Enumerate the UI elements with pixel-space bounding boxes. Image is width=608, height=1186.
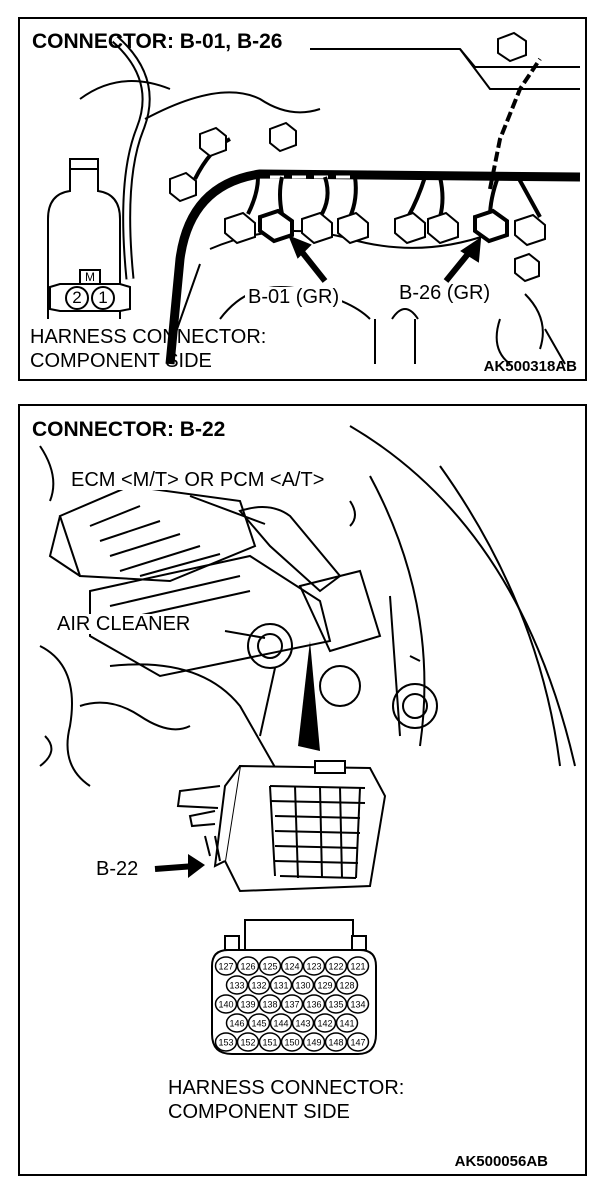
pin-number: 134 (350, 1000, 365, 1010)
caption-line-1: HARNESS CONNECTOR: (168, 1077, 405, 1099)
pin-number: 151 (262, 1038, 277, 1048)
connector-diagram-b01-b26: CONNECTOR: B-01, B-26 M 2 1 B-01 (GR) B-… (18, 17, 587, 381)
connector-top-label: M (85, 270, 95, 284)
pin-number: 130 (295, 981, 310, 991)
pin-131 (269, 975, 293, 995)
pin-number: 145 (251, 1019, 266, 1029)
pin-number: 121 (350, 962, 365, 972)
pin-number: 149 (306, 1038, 321, 1048)
air-cleaner-label: AIR CLEANER (54, 614, 194, 634)
pin-135 (324, 994, 348, 1014)
pin-148 (324, 1032, 348, 1052)
figure-code: AK500056AB (454, 1153, 548, 1170)
two-pin-connector-symbol (49, 269, 131, 312)
pin-127 (214, 956, 238, 976)
pin-145 (247, 1013, 271, 1033)
pin-144 (269, 1013, 293, 1033)
pin-number: 150 (284, 1038, 299, 1048)
pin-number: 131 (273, 981, 288, 991)
pin-label: 1 (98, 288, 108, 307)
pin-142 (313, 1013, 337, 1033)
pin-number: 135 (328, 1000, 343, 1010)
pin-143 (291, 1013, 315, 1033)
pin-139 (236, 994, 260, 1014)
harness-connector-face: 127 126 125 124 123 122 121 133 132 131 130 129 128 1… (211, 919, 377, 1055)
pin-number: 132 (251, 981, 266, 991)
pin-125 (258, 956, 282, 976)
pin-130 (291, 975, 315, 995)
pin-147 (346, 1032, 370, 1052)
pin-number: 127 (218, 962, 233, 972)
caption-line-2: COMPONENT SIDE (30, 350, 212, 372)
pin-number: 122 (328, 962, 343, 972)
pin-137 (280, 994, 304, 1014)
callout-b01: B-01 (GR) (245, 287, 343, 307)
pin-number: 128 (339, 981, 354, 991)
ecm-pcm-label: ECM <M/T> OR PCM <A/T> (68, 470, 328, 490)
pin-136 (302, 994, 326, 1014)
pin-149 (302, 1032, 326, 1052)
pin-number: 137 (284, 1000, 299, 1010)
pin-number: 123 (306, 962, 321, 972)
pin-number: 144 (273, 1019, 288, 1029)
pin-number: 153 (218, 1038, 233, 1048)
pin-number: 133 (229, 981, 244, 991)
pin-number: 125 (262, 962, 277, 972)
pin-label: 2 (72, 288, 82, 307)
pin-141 (335, 1013, 359, 1033)
pin-number: 126 (240, 962, 255, 972)
panel-title: CONNECTOR: B-22 (32, 418, 226, 441)
pin-133 (225, 975, 249, 995)
pin-number: 139 (240, 1000, 255, 1010)
pin-150 (280, 1032, 304, 1052)
pin-123 (302, 956, 326, 976)
pin-128 (335, 975, 359, 995)
pin-129 (313, 975, 337, 995)
pin-number: 143 (295, 1019, 310, 1029)
pin-146 (225, 1013, 249, 1033)
pin-126 (236, 956, 260, 976)
caption-line-1: HARNESS CONNECTOR: (30, 326, 267, 348)
engine-harness-illustration (47, 31, 581, 365)
pin-132 (247, 975, 271, 995)
pin-grid: 127 126 125 124 123 122 121 133 132 131 130 129 128 1… (214, 956, 370, 1052)
pin-124 (280, 956, 304, 976)
pin-138 (258, 994, 282, 1014)
pin-number: 129 (317, 981, 332, 991)
panel-title: CONNECTOR: B-01, B-26 (32, 30, 283, 53)
pin-number: 136 (306, 1000, 321, 1010)
pin-134 (346, 994, 370, 1014)
pin-121 (346, 956, 370, 976)
figure-code: AK500318AB (483, 358, 577, 375)
b22-callout: B-22 (96, 858, 139, 880)
pin-122 (324, 956, 348, 976)
ecm-location-illustration: 127 126 125 124 123 122 121 133 132 131 130 129 128 1… (39, 425, 576, 1055)
pin-number: 146 (229, 1019, 244, 1029)
callout-b26: B-26 (GR) (396, 283, 494, 303)
pin-140 (214, 994, 238, 1014)
pin-number: 138 (262, 1000, 277, 1010)
pin-number: 141 (339, 1019, 354, 1029)
connector-diagram-b22: 127 126 125 124 123 122 121 133 132 131 130 129 128 1… (18, 404, 587, 1176)
pin-number: 140 (218, 1000, 233, 1010)
pin-number: 147 (350, 1038, 365, 1048)
caption-line-2: COMPONENT SIDE (168, 1101, 350, 1123)
pin-number: 148 (328, 1038, 343, 1048)
pin-number: 152 (240, 1038, 255, 1048)
pin-153 (214, 1032, 238, 1052)
ecm-unit (176, 760, 387, 893)
pin-152 (236, 1032, 260, 1052)
pin-number: 124 (284, 962, 299, 972)
pin-number: 142 (317, 1019, 332, 1029)
pin-151 (258, 1032, 282, 1052)
